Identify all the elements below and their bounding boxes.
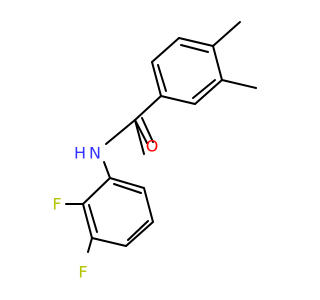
carbonyl-double-bond: [134, 119, 148, 144]
bond: [82, 177, 111, 205]
bond: [151, 61, 162, 97]
ch2-bond: [134, 95, 162, 121]
aromatic-bond: [192, 79, 216, 99]
oxygen-atom-label: O: [146, 137, 159, 156]
carbonyl-double-bond: [141, 117, 154, 143]
aromatic-bond: [88, 204, 98, 233]
bond: [109, 177, 145, 189]
molecule-canvas: N H O F F: [52, 21, 257, 282]
fluorine-atom-label-para: F: [78, 263, 87, 282]
carbonyl-bond: [134, 119, 145, 155]
bond: [151, 37, 180, 63]
difluorophenyl-ring: [82, 177, 154, 247]
molecule-structure: N H O F F: [52, 21, 257, 282]
methyl-bond: [212, 21, 241, 47]
bond: [212, 45, 223, 81]
bond: [82, 203, 93, 239]
nitrogen-atom-label: N: [89, 144, 101, 163]
bond: [160, 95, 196, 105]
c-f-bond: [87, 237, 93, 253]
bond: [125, 221, 154, 247]
aromatic-bond: [157, 64, 167, 92]
dimethylphenyl-ring: [151, 37, 223, 105]
aromatic-bond: [113, 183, 142, 194]
bond: [91, 237, 127, 247]
n-aryl-bond: [103, 161, 111, 179]
bond: [178, 37, 214, 47]
fluorine-atom-label-ortho: F: [52, 195, 61, 214]
aromatic-bond: [127, 220, 149, 241]
bond: [194, 79, 223, 105]
bond: [143, 187, 154, 223]
aromatic-bond: [180, 44, 209, 53]
amide-bond: [105, 119, 136, 145]
hydrogen-atom-label: H: [74, 144, 86, 163]
methyl-bond: [221, 79, 257, 89]
